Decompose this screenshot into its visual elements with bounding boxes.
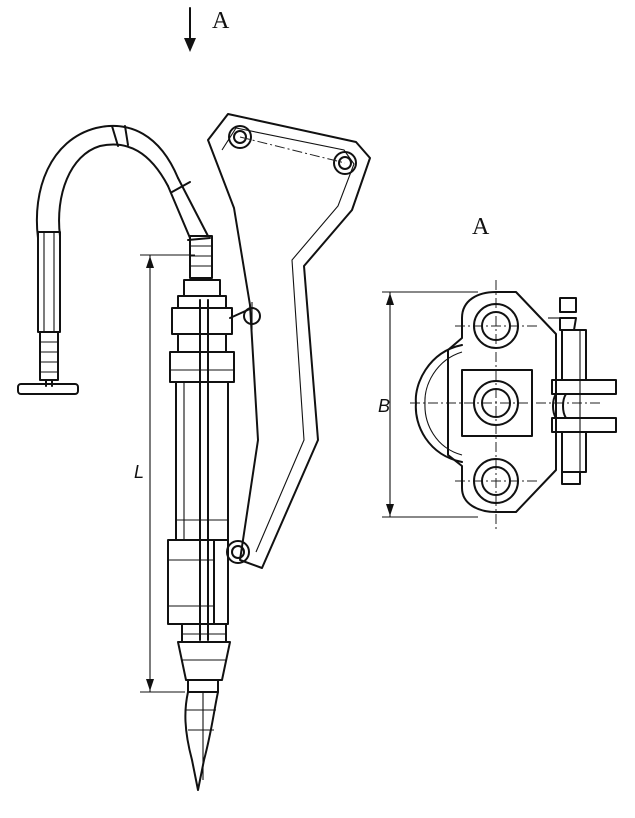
nozzle-tip (177, 641, 231, 791)
handle (17, 231, 79, 395)
top-fittings (171, 235, 261, 353)
dimension-length-label: L (134, 462, 144, 482)
view-a (382, 280, 617, 530)
view-title: A (472, 214, 490, 240)
hose (35, 124, 211, 241)
bracket-plate (207, 113, 371, 569)
view-arrow-label: A (212, 8, 230, 34)
dimension-width-label: B (378, 396, 390, 416)
view-direction-arrow (184, 7, 196, 52)
side-view: L (17, 113, 371, 791)
cylinder-body (167, 299, 250, 643)
dimension-length (140, 254, 195, 693)
